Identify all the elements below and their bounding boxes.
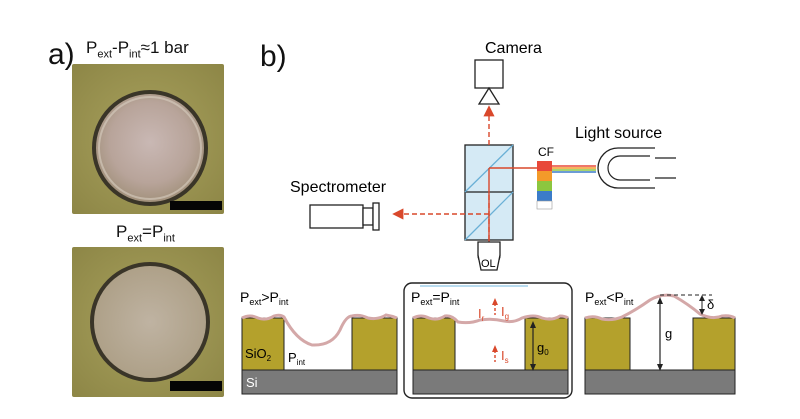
- camera-label: Camera: [485, 40, 542, 57]
- middle-cell-condition: Pext=Pint: [411, 289, 460, 307]
- caption-p: P: [116, 222, 128, 241]
- spectrometer-label: Spectrometer: [290, 179, 387, 196]
- pint-label: Pint: [288, 350, 306, 367]
- panel-a-top-caption: Pext-Pint≈1 bar: [86, 38, 189, 64]
- caption-minus: -P: [112, 38, 130, 57]
- sio2-label: SiO2: [245, 346, 272, 363]
- cf-label: CF: [538, 145, 554, 159]
- camera-lens-icon: [477, 86, 501, 105]
- spectrometer-icon: [309, 204, 364, 229]
- micrograph-equal-pressure: [72, 247, 224, 397]
- caption-eq: =P: [142, 222, 164, 241]
- g-label: g: [665, 326, 672, 341]
- caption-int: int: [129, 48, 141, 61]
- left-cell-condition: Pext>Pint: [240, 289, 289, 307]
- middle-cell-frame: [403, 282, 573, 399]
- lamp-icon: [597, 147, 655, 189]
- ig-label: Ig: [501, 304, 509, 321]
- panel-b-label: b): [260, 40, 287, 73]
- caption-int: int: [163, 232, 175, 245]
- caption-rest: ≈1 bar: [140, 38, 189, 57]
- scale-bar-bottom: [170, 381, 222, 391]
- ol-label: OL: [481, 258, 496, 270]
- caption-ext: ext: [97, 48, 113, 61]
- caption-ext: ext: [127, 232, 143, 245]
- micrograph-pressurized: [72, 64, 224, 214]
- panel-a-bottom-caption: Pext=Pint: [116, 222, 175, 248]
- camera-icon: [474, 59, 504, 89]
- right-cell-condition: Pext<Pint: [585, 289, 634, 307]
- light-source-label: Light source: [575, 125, 662, 142]
- color-filter: [536, 161, 553, 210]
- middle-cell: [412, 298, 569, 395]
- g0-label: g0: [537, 340, 549, 357]
- si-label: Si: [246, 375, 258, 390]
- panel-a-label: a): [48, 38, 75, 71]
- delta-label: δ: [707, 297, 714, 312]
- caption-p: P: [86, 38, 98, 57]
- ir-label: Ir: [478, 306, 485, 323]
- is-label: Is: [501, 348, 509, 365]
- left-cell: [241, 313, 398, 395]
- right-cell: [584, 293, 736, 395]
- scale-bar-top: [170, 201, 222, 210]
- rainbow-beam: [552, 165, 596, 173]
